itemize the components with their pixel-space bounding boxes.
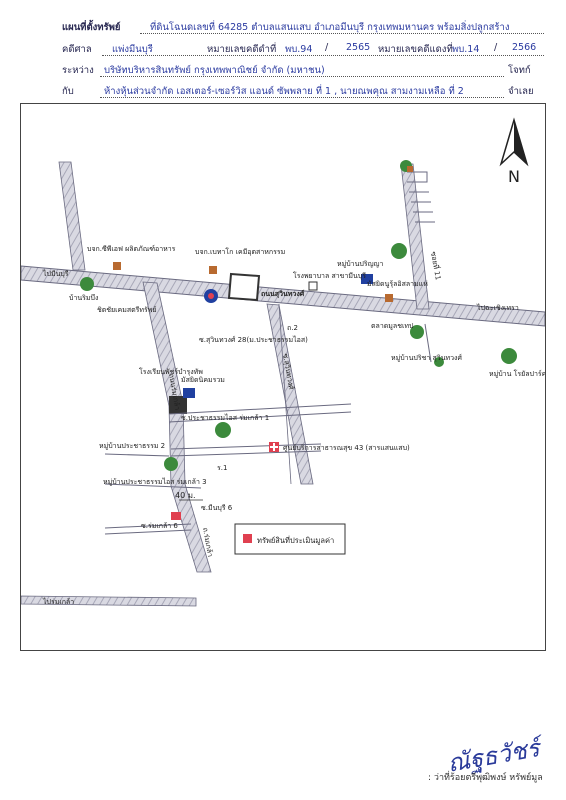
label-village-prachatham2: หมู่บ้านประชาธรรม 2 bbox=[99, 442, 165, 450]
label-company: บจก.ซีพีเอฟ ผลิตภัณฑ์อาหาร bbox=[87, 245, 176, 253]
plaintiff-label: ระหว่าง bbox=[62, 65, 94, 76]
signer-name: : ว่าที่ร้อยตรีพุฒิพงษ์ หรัพย์มูล bbox=[428, 773, 543, 783]
label-romklao: ไปร่มเกล้า bbox=[42, 597, 74, 606]
label-soi-minburi: ซ.มีนบุรี 6 bbox=[201, 504, 233, 512]
plaintiff-name: บริษัทบริหารสินทรัพย์ กรุงเทพพาณิชย์ จำก… bbox=[104, 65, 325, 76]
red-case-separator: / bbox=[494, 42, 498, 53]
defendant-role: จำเลย bbox=[508, 86, 534, 97]
label-hospital: โรงพยาบาล สาขามีนบุรี bbox=[293, 271, 366, 280]
label-distance: 40 ม. bbox=[175, 491, 196, 500]
court-label: คดีศาล bbox=[62, 44, 92, 55]
hospital-icon bbox=[308, 281, 318, 291]
defendant-label: กับ bbox=[62, 86, 74, 97]
header-row-1: แผนที่ตั้งทรัพย์ bbox=[62, 20, 120, 35]
black-case-number: พบ.94 bbox=[285, 44, 313, 55]
label-soi-sanam: ซ.ร่มเกล้า 6 bbox=[141, 522, 178, 530]
label-soi-prachatham: ซ.ประชาธรรมไอส ร่มเกล้า 1 bbox=[181, 413, 269, 422]
label-soi-suwin28: ซ.สุวินทวงศ์ 28(ม.ประชาธรรมไอส) bbox=[199, 335, 308, 344]
black-case-year: 2565 bbox=[346, 42, 371, 53]
legend-label: ทรัพย์สินที่ประเมินมูลค่า bbox=[257, 535, 334, 545]
label-ban-rim: บ้านริมบึง bbox=[69, 293, 98, 302]
label-suwinthawong: ถนนสุวินทวงศ์ bbox=[261, 289, 305, 298]
property-description: ที่ดินโฉนดเลขที่ 64285 ตำบลแสนแสบ อำเภอม… bbox=[150, 22, 510, 33]
left-road-top bbox=[58, 161, 86, 271]
label-village-parichat: หมู่บ้านปริชา สุวินทวงศ์ bbox=[391, 354, 462, 362]
label-market: ตลาดมูลชเทป bbox=[371, 322, 414, 330]
location-map: N ทรัพย์สินที่ประเมินมูลค่า ไปมีนบุรี ไป… bbox=[20, 117, 560, 607]
tree-icons bbox=[80, 160, 517, 471]
red-case-year: 2566 bbox=[512, 42, 537, 53]
soi-suwinthawong bbox=[266, 303, 314, 485]
label-soi-11: ซอยที่ 11 bbox=[429, 251, 443, 281]
overpass-mid bbox=[169, 396, 187, 414]
north-arrow-icon: N bbox=[499, 117, 529, 186]
legend: ทรัพย์สินที่ประเมินมูลค่า bbox=[234, 523, 346, 555]
overpass-main bbox=[227, 272, 261, 302]
label-masjid-top: มัสยิดนูรุ้ลอิสลามแห่ bbox=[367, 280, 428, 288]
mosque-icons bbox=[183, 274, 373, 398]
label-school: โรงเรียนพัชร์บำรุงทัพ bbox=[139, 367, 203, 376]
legend-swatch bbox=[243, 534, 252, 543]
house-icons bbox=[113, 166, 413, 302]
road-to-romklao bbox=[20, 595, 197, 607]
label-chachoengsao: ไปฉะเชิงเทรา bbox=[476, 303, 519, 312]
label-village-small: ร.1 bbox=[217, 464, 227, 472]
label-health-center: ศูนย์บริการสาธารณสุข 43 (สารแสนแสบ) bbox=[283, 444, 410, 452]
defendant-name: ห้างหุ้นส่วนจำกัด เอสเตอร์-เซอร์วิส แอนด… bbox=[104, 86, 464, 97]
label-village-parinya: หมู่บ้านปริญญา bbox=[337, 260, 384, 268]
label-village-prachatham3: หมู่บ้านประชาธรรมไอส ร่มเกล้า 3 bbox=[103, 477, 207, 486]
court-name: แพ่งมีนบุรี bbox=[112, 44, 153, 55]
label-masjid-mid: มัสยิดนิคมรวม bbox=[181, 376, 225, 384]
stepped-lines bbox=[407, 171, 435, 223]
black-case-separator: / bbox=[325, 42, 329, 53]
romklao-road bbox=[142, 281, 212, 573]
red-case-label: หมายเลขคดีแดงที่ bbox=[378, 44, 453, 55]
label-kitchai: ชิตชัยเคมสตรีทรัพย์ bbox=[97, 306, 157, 314]
label-minburi: ไปมีนบุรี bbox=[42, 269, 69, 278]
black-case-label: หมายเลขคดีดำที่ bbox=[207, 44, 277, 55]
map-title-label: แผนที่ตั้งทรัพย์ bbox=[62, 22, 121, 33]
subject-property-marker bbox=[171, 512, 181, 520]
label-betagro: บจก.เบทาโก เคมีอุตสาหกรรม bbox=[195, 247, 285, 256]
label-village-royal: หมู่บ้าน โรยัลปาร์คอินน์ bbox=[489, 369, 545, 378]
label-road-mark: ถ.2 bbox=[287, 324, 298, 332]
health-center-icon bbox=[269, 442, 279, 452]
plaintiff-role: โจทก์ bbox=[508, 65, 531, 76]
north-letter: N bbox=[508, 167, 520, 186]
map-frame: N ทรัพย์สินที่ประเมินมูลค่า ไปมีนบุรี ไป… bbox=[20, 103, 560, 651]
red-case-number: พบ.14 bbox=[452, 44, 480, 55]
